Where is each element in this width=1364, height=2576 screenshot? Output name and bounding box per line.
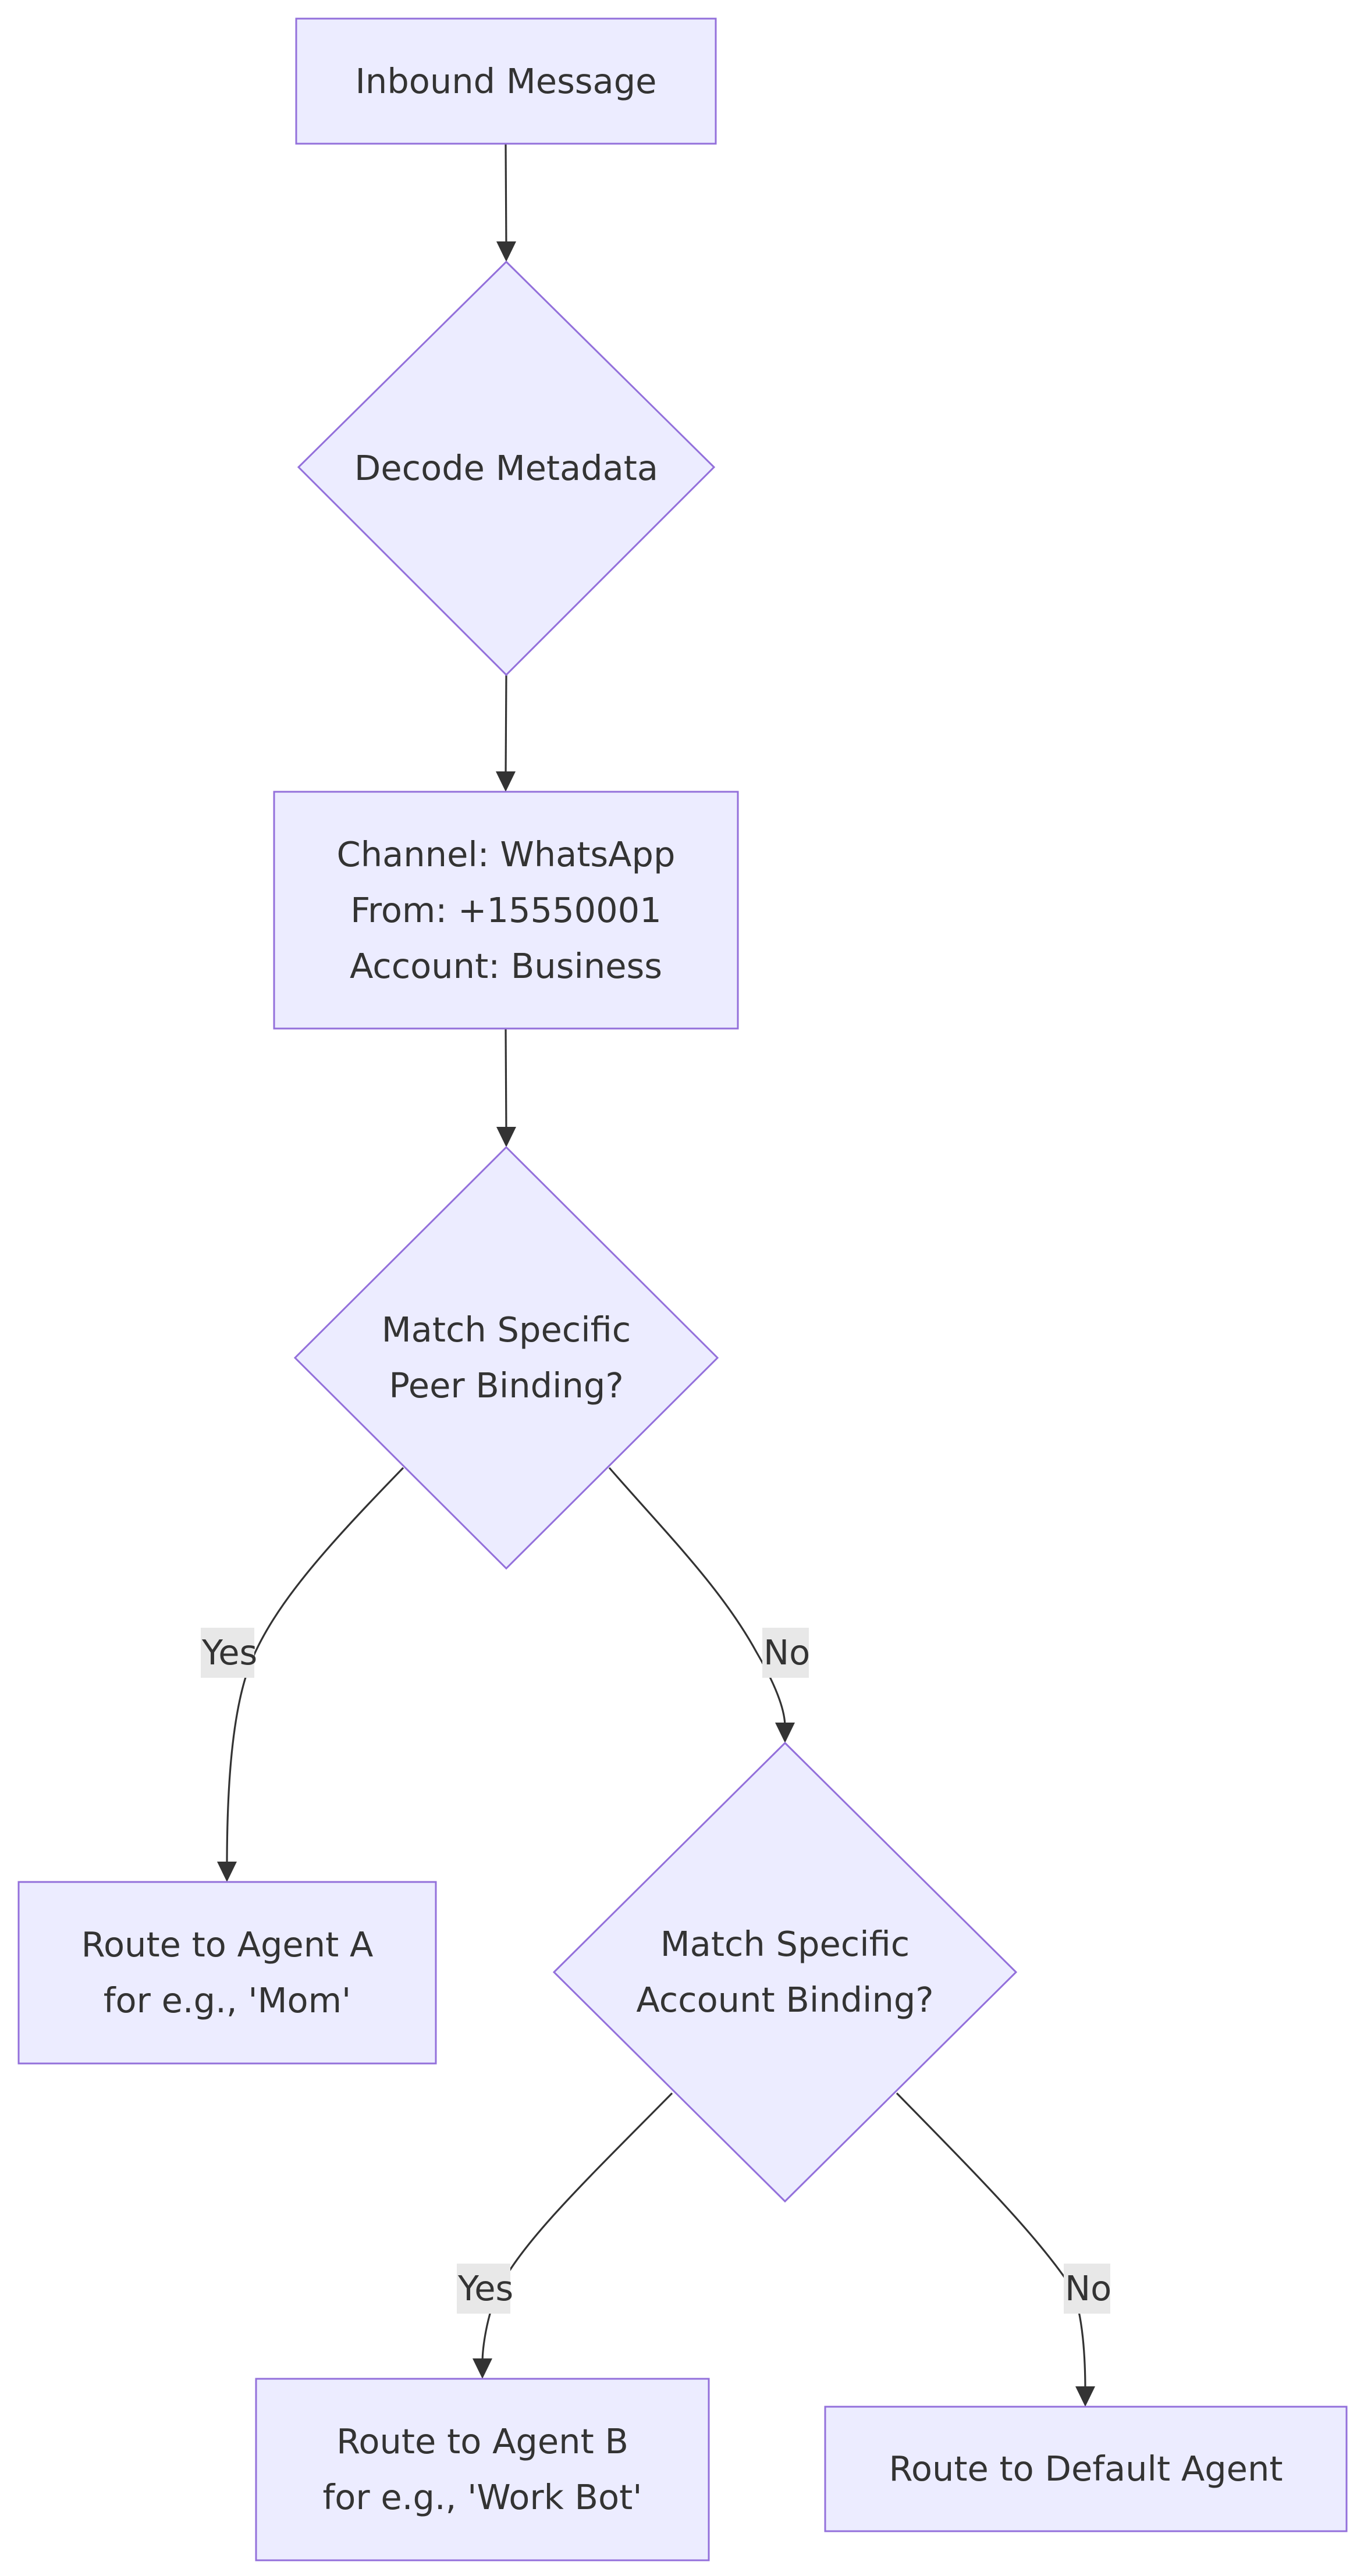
node-account-binding: Match Specific Account Binding?	[554, 1743, 1016, 2201]
edge-label-account-yes: Yes	[457, 2264, 513, 2314]
arrowhead-decode-to-meta	[496, 771, 516, 792]
arrowhead-meta-to-peer	[496, 1127, 516, 1147]
arrowhead-account-to-agent-b	[473, 2358, 492, 2379]
edge-peer-to-account	[608, 1467, 786, 1727]
node-decode-metadata-shape	[297, 260, 716, 677]
node-inbound-message: Inbound Message	[296, 19, 716, 144]
node-agent-b-line-1: Route to Agent B	[336, 2421, 628, 2461]
node-peer-binding: Match Specific Peer Binding?	[295, 1147, 717, 1568]
node-agent-a-shape	[17, 1881, 437, 2065]
node-agent-a-line-2: for e.g., 'Mom'	[103, 1980, 351, 2020]
edge-account-to-default	[896, 2092, 1086, 2392]
node-inbound-message-shape	[295, 17, 717, 145]
arrowhead-account-to-default	[1075, 2386, 1095, 2407]
node-peer-binding-line-1: Match Specific	[381, 1310, 631, 1350]
node-metadata: Channel: WhatsApp From: +15550001 Accoun…	[274, 792, 738, 1029]
node-peer-binding-line-2: Peer Binding?	[389, 1365, 624, 1406]
node-agent-b-shape	[255, 2378, 710, 2561]
edge-label-peer-no: No	[762, 1628, 810, 1678]
node-default-agent-line-1: Route to Default Agent	[889, 2449, 1283, 2489]
arrowhead-inbound-to-decode	[496, 241, 516, 262]
node-peer-binding-shape	[293, 1145, 719, 1570]
node-account-binding-line-1: Match Specific	[660, 1924, 910, 1964]
edge-account-to-agent-b	[481, 2092, 673, 2364]
node-metadata-shape	[273, 791, 739, 1030]
node-default-agent: Route to Default Agent	[825, 2407, 1347, 2531]
node-inbound-message-line-1: Inbound Message	[355, 61, 657, 101]
node-account-binding-line-2: Account Binding?	[636, 1980, 934, 2020]
node-agent-a: Route to Agent A for e.g., 'Mom'	[19, 1882, 436, 2063]
node-default-agent-shape	[824, 2406, 1348, 2532]
node-metadata-line-1: Channel: WhatsApp	[336, 834, 676, 874]
node-decode-metadata-line-1: Decode Metadata	[354, 448, 659, 488]
node-metadata-line-2: From: +15550001	[350, 889, 662, 930]
arrowhead-peer-to-account	[775, 1723, 795, 1743]
node-agent-b: Route to Agent B for e.g., 'Work Bot'	[256, 2379, 709, 2560]
edge-label-peer-yes: Yes	[201, 1628, 257, 1678]
node-agent-b-line-2: for e.g., 'Work Bot'	[322, 2477, 642, 2517]
edge-label-account-no: No	[1064, 2264, 1111, 2314]
arrowhead-peer-to-agent-a	[217, 1862, 237, 1882]
node-metadata-line-3: Account: Business	[349, 945, 663, 986]
node-decode-metadata: Decode Metadata	[299, 262, 714, 675]
node-agent-a-line-1: Route to Agent A	[81, 1924, 374, 1965]
node-account-binding-shape	[552, 1741, 1018, 2203]
